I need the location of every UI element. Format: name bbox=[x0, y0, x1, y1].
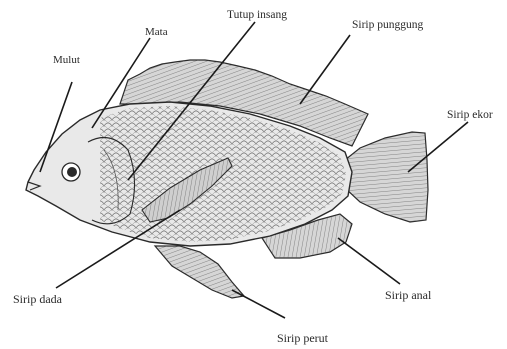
pointer-sirip-punggung bbox=[300, 35, 350, 104]
label-tutup-insang: Tutup insang bbox=[227, 10, 287, 22]
label-sirip-perut: Sirip perut bbox=[277, 332, 328, 344]
pointer-sirip-anal bbox=[338, 238, 400, 284]
label-sirip-punggung: Sirip punggung bbox=[352, 20, 423, 32]
label-sirip-anal: Sirip anal bbox=[385, 289, 431, 301]
pointer-sirip-perut bbox=[232, 290, 285, 318]
label-sirip-dada: Sirip dada bbox=[13, 293, 62, 305]
label-sirip-ekor: Sirip ekor bbox=[447, 110, 493, 122]
label-mulut: Mulut bbox=[53, 55, 80, 66]
label-mata: Mata bbox=[145, 27, 168, 38]
